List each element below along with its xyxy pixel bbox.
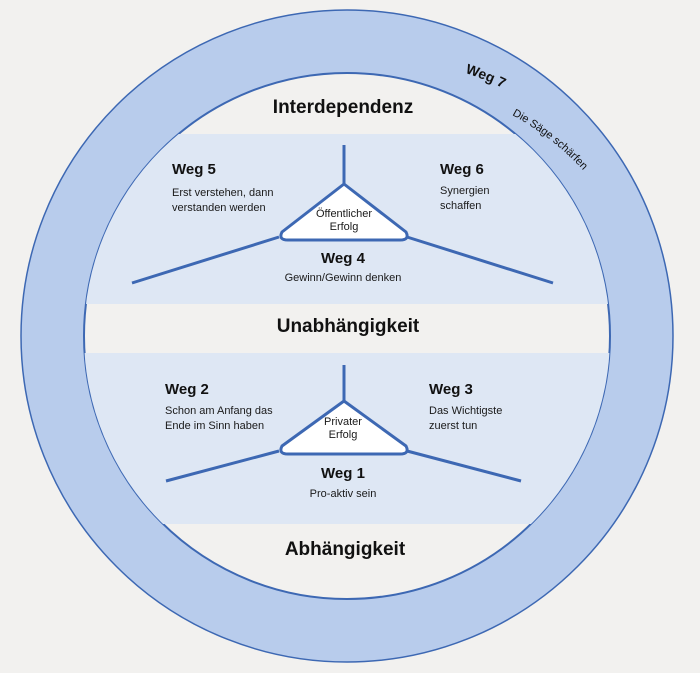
private-triangle-line-1: Privater [324, 416, 362, 428]
weg3-line-1: Das Wichtigste [429, 405, 502, 417]
weg5-title: Weg 5 [172, 161, 216, 178]
weg2-title: Weg 2 [165, 381, 209, 398]
weg6-title: Weg 6 [440, 161, 484, 178]
weg2-line-1: Schon am Anfang das [165, 405, 273, 417]
public-success-structure: Öffentlicher Erfolg [131, 145, 554, 285]
level-interdependenz: Interdependenz [273, 97, 413, 118]
weg1-line-1: Pro-aktiv sein [310, 488, 377, 500]
weg3-title: Weg 3 [429, 381, 473, 398]
public-success-triangle [279, 182, 409, 242]
public-triangle-line-2: Erfolg [330, 221, 359, 233]
level-abhaengigkeit: Abhängigkeit [285, 539, 406, 560]
weg1-title: Weg 1 [321, 465, 365, 482]
public-triangle-line-1: Öffentlicher [316, 208, 372, 220]
weg6-line-1: Synergien [440, 185, 490, 197]
private-success-structure: Privater Erfolg [165, 365, 522, 483]
weg2-line-2: Ende im Sinn haben [165, 420, 264, 432]
level-unabhaengigkeit: Unabhängigkeit [277, 316, 420, 337]
weg6-line-2: schaffen [440, 200, 481, 212]
weg4-title: Weg 4 [321, 250, 366, 267]
weg5-line-2: verstanden werden [172, 202, 266, 214]
weg5-line-1: Erst verstehen, dann [172, 187, 274, 199]
private-triangle-line-2: Erfolg [329, 429, 358, 441]
weg3-line-2: zuerst tun [429, 420, 477, 432]
private-success-triangle [279, 399, 409, 456]
weg4-line-1: Gewinn/Gewinn denken [285, 272, 402, 284]
